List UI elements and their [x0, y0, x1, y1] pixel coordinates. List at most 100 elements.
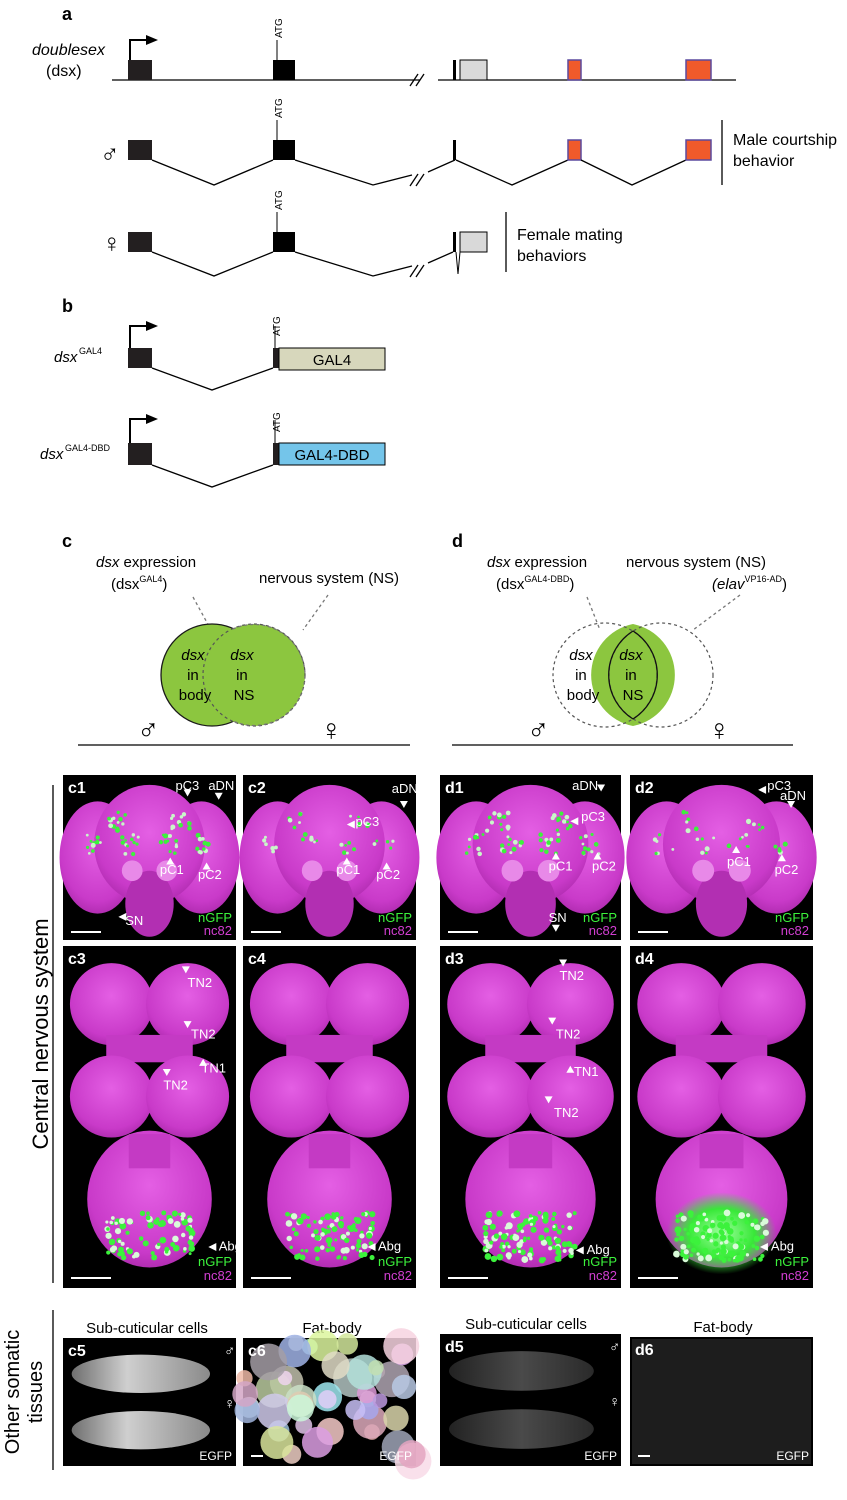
svg-text:nc82: nc82: [781, 923, 809, 938]
svg-text:♂: ♂: [137, 714, 160, 747]
svg-text:dsx in NS: dsx in NS: [230, 647, 258, 704]
venn-c-ns-title: nervous system (NS): [259, 570, 399, 587]
male-symbol: ♂: [100, 139, 120, 169]
svg-text:dsx: dsx: [40, 446, 64, 463]
svg-text:♂: ♂: [609, 1339, 620, 1356]
panel-c-label: c: [62, 531, 72, 551]
svg-text:pC1: pC1: [336, 862, 360, 877]
svg-text:ATG: ATG: [272, 412, 283, 432]
svg-text:nGFP: nGFP: [583, 1254, 617, 1269]
svg-text:TN2: TN2: [188, 975, 213, 990]
svg-text:EGFP: EGFP: [776, 1449, 809, 1463]
svg-text:dsx: dsx: [54, 349, 78, 366]
svg-text:pC2: pC2: [775, 862, 799, 877]
svg-text:GAL4-DBD: GAL4-DBD: [65, 443, 111, 453]
gene-structure-row: ATG: [112, 18, 736, 87]
svg-text:nGFP: nGFP: [775, 1254, 809, 1269]
svg-text:ATG: ATG: [274, 98, 285, 118]
svg-text:nc82: nc82: [384, 1268, 412, 1283]
svg-text:nc82: nc82: [384, 923, 412, 938]
svg-text:nc82: nc82: [589, 1268, 617, 1283]
gal4-dbd-box-label: GAL4-DBD: [294, 447, 369, 464]
svg-text:nGFP: nGFP: [198, 910, 232, 925]
svg-text:EGFP: EGFP: [379, 1449, 412, 1463]
svg-text:TN1: TN1: [201, 1061, 226, 1076]
vnc-image-row: TN2TN1TN2TN2Abgc3nGFPnc82Abgc4nGFPnc82TN…: [63, 946, 813, 1288]
svg-text:nGFP: nGFP: [583, 910, 617, 925]
svg-text:EGFP: EGFP: [199, 1449, 232, 1463]
svg-text:(dsxGAL4): (dsxGAL4): [111, 574, 167, 593]
svg-text:d4: d4: [635, 951, 654, 968]
svg-text:pC1: pC1: [727, 854, 751, 869]
venn-d: dsx expression (dsxGAL4-DBD) nervous sys…: [452, 554, 793, 747]
male-splice-row: ♂ ATG Male courtship behavior: [100, 98, 837, 187]
other-side-label-1: Other somatic: [2, 1330, 24, 1454]
male-note-1: Male courtship: [733, 132, 837, 149]
svg-text:EGFP: EGFP: [584, 1449, 617, 1463]
svg-text:TN2: TN2: [556, 1026, 581, 1041]
svg-text:Abg: Abg: [771, 1238, 794, 1253]
panel-a-label: a: [62, 4, 73, 24]
panel-b-label: b: [62, 296, 73, 316]
svg-text:♂: ♂: [224, 1343, 235, 1360]
construct-gal4-dbd: dsx GAL4-DBD ATG GAL4-DBD: [40, 412, 386, 488]
svg-text:nc82: nc82: [204, 1268, 232, 1283]
svg-text:TN2: TN2: [559, 968, 584, 983]
svg-text:nc82: nc82: [204, 923, 232, 938]
cns-side-label: Central nervous system: [28, 918, 53, 1149]
c5-title: Sub-cuticular cells: [86, 1320, 208, 1337]
svg-text:(elavVP16-AD): (elavVP16-AD): [712, 574, 787, 593]
female-splice-row: ♀ ATG Female mating behaviors: [102, 190, 623, 278]
svg-text:GAL4: GAL4: [79, 346, 102, 356]
svg-text:nGFP: nGFP: [198, 1254, 232, 1269]
svg-text:pC3: pC3: [355, 814, 379, 829]
svg-text:aDN: aDN: [392, 781, 418, 796]
female-note-1: Female mating: [517, 227, 623, 244]
svg-text:dsx in body: dsx in body: [567, 647, 600, 704]
svg-text:d1: d1: [445, 780, 464, 797]
gal4-box-label: GAL4: [313, 352, 351, 369]
svg-text:nGFP: nGFP: [378, 910, 412, 925]
svg-text:ATG: ATG: [272, 316, 283, 336]
svg-text:c5: c5: [68, 1343, 86, 1360]
svg-text:pC1: pC1: [549, 859, 573, 874]
svg-text:TN1: TN1: [574, 1064, 599, 1079]
svg-text:TN2: TN2: [191, 1026, 216, 1041]
svg-text:nc82: nc82: [589, 923, 617, 938]
svg-text:pC2: pC2: [376, 867, 400, 882]
svg-text:d3: d3: [445, 951, 464, 968]
construct-gal4: dsx GAL4 ATG GAL4: [54, 316, 386, 391]
svg-text:nGFP: nGFP: [378, 1254, 412, 1269]
svg-text:dsx expression: dsx expression: [487, 554, 587, 571]
venn-c: dsx expression (dsxGAL4) nervous system …: [78, 554, 410, 747]
svg-text:nGFP: nGFP: [775, 910, 809, 925]
svg-text:pC2: pC2: [198, 867, 222, 882]
panel-d-label: d: [452, 531, 463, 551]
svg-text:dsx in NS: dsx in NS: [619, 647, 647, 704]
svg-text:pC3: pC3: [767, 778, 791, 793]
svg-text:SN: SN: [125, 913, 143, 928]
svg-text:pC1: pC1: [160, 862, 184, 877]
svg-text:♀: ♀: [609, 1394, 620, 1411]
svg-text:♀: ♀: [224, 1395, 235, 1412]
svg-text:c3: c3: [68, 951, 86, 968]
svg-text:dsx in body: dsx in body: [179, 647, 212, 704]
atg-label: ATG: [274, 18, 285, 38]
svg-text:d6: d6: [635, 1342, 654, 1359]
svg-text:pC3: pC3: [581, 809, 605, 824]
d6-title: Fat-body: [693, 1319, 753, 1336]
female-note-2: behaviors: [517, 248, 586, 265]
svg-text:aDN: aDN: [780, 788, 806, 803]
